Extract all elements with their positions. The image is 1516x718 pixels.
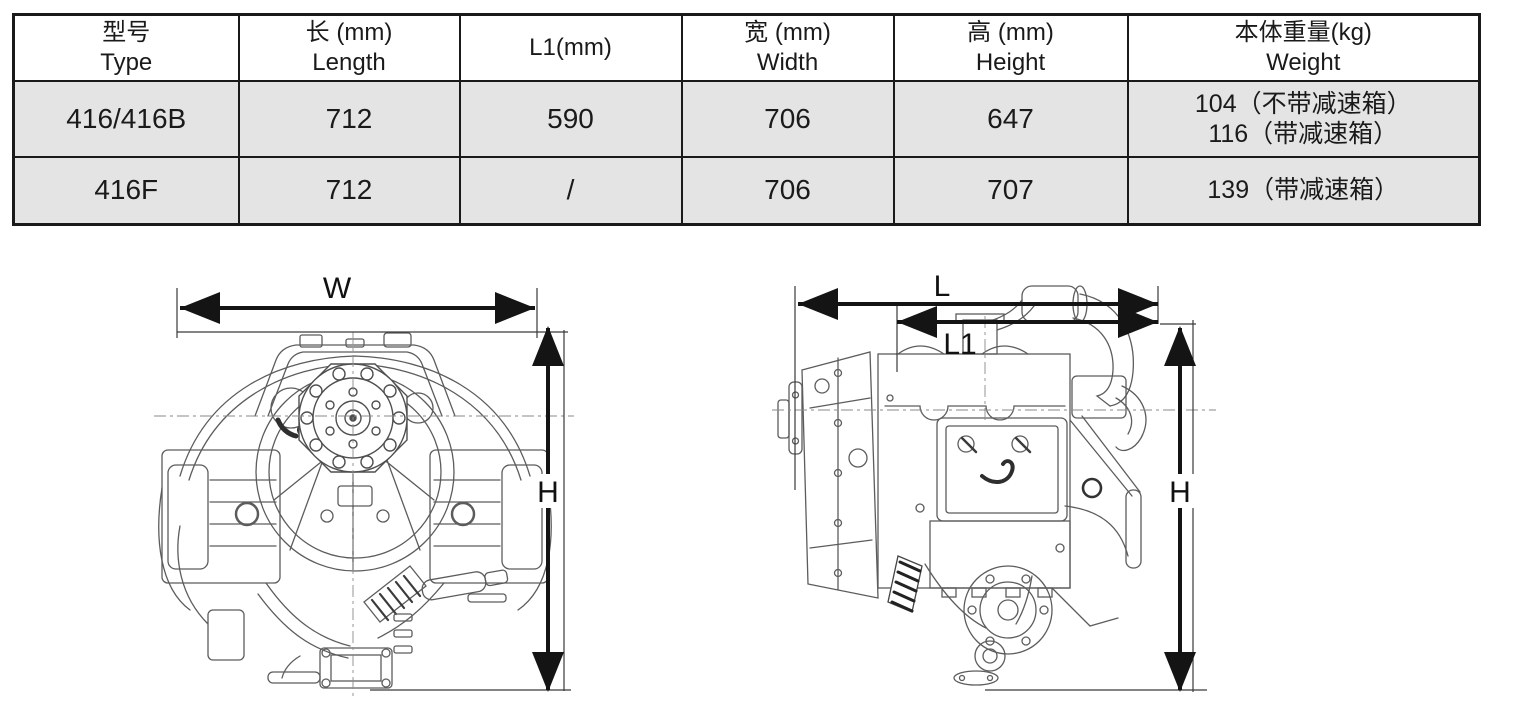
side-view-centerlines xyxy=(772,316,1216,420)
h-dimension xyxy=(1164,326,1196,692)
spec-table: 型号 Type 长 (mm) Length L1(mm) 宽 (mm) Widt… xyxy=(12,13,1481,226)
col-header-height-zh: 高 (mm) xyxy=(967,18,1054,46)
side-view-diagram: L L1 H xyxy=(772,270,1216,692)
front-view-dimensions: W H xyxy=(176,272,571,692)
col-header-weight-zh: 本体重量(kg) xyxy=(1234,18,1372,46)
cell-width: 706 xyxy=(680,155,895,226)
l-dimension-label: L xyxy=(934,270,951,303)
header-row: 型号 Type 长 (mm) Length L1(mm) 宽 (mm) Widt… xyxy=(12,13,1481,82)
cell-l1: / xyxy=(458,155,683,226)
col-header-length: 长 (mm) Length xyxy=(237,13,461,82)
cell-length: 712 xyxy=(237,79,461,158)
col-header-length-zh: 长 (mm) xyxy=(305,18,393,46)
cell-weight: 139（带减速箱） xyxy=(1126,155,1481,226)
col-header-width: 宽 (mm) Width xyxy=(680,13,895,82)
col-header-weight-en: Weight xyxy=(1266,48,1341,76)
l1-dimension xyxy=(897,306,1158,338)
weight-line: 116（带减速箱） xyxy=(1208,119,1399,148)
cell-type: 416/416B xyxy=(12,79,240,158)
col-header-length-en: Length xyxy=(312,48,386,76)
side-view-extension-lines xyxy=(794,286,1207,692)
col-header-type-en: Type xyxy=(100,48,153,76)
cell-l1: 590 xyxy=(458,79,683,158)
cell-height: 647 xyxy=(892,79,1129,158)
col-header-weight: 本体重量(kg) Weight xyxy=(1126,13,1481,82)
l1-dimension-label: L1 xyxy=(943,328,976,361)
col-header-width-en: Width xyxy=(756,48,819,76)
w-dimension xyxy=(180,292,535,324)
h-dimension-label: H xyxy=(1169,476,1191,509)
front-view-extension-lines xyxy=(176,288,571,691)
cell-length: 712 xyxy=(237,155,461,226)
weight-line: 104（不带减速箱） xyxy=(1194,89,1412,118)
col-header-l1-label: L1(mm) xyxy=(529,33,612,61)
h-dimension-label: H xyxy=(537,476,559,509)
col-header-type-zh: 型号 xyxy=(102,18,151,46)
cell-height: 707 xyxy=(892,155,1129,226)
front-view-diagram: W H xyxy=(154,272,574,696)
weight-line: 139（带减速箱） xyxy=(1207,176,1400,205)
l-dimension xyxy=(798,288,1158,320)
cell-type: 416F xyxy=(12,155,240,226)
col-header-type: 型号 Type xyxy=(12,13,240,82)
cell-weight: 104（不带减速箱） 116（带减速箱） xyxy=(1126,79,1481,158)
table-row: 416/416B 712 590 706 647 104（不带减速箱） 116（… xyxy=(12,79,1481,158)
col-header-height: 高 (mm) Height xyxy=(892,13,1129,82)
front-view-centerlines xyxy=(154,332,574,696)
w-dimension-label: W xyxy=(323,272,352,305)
table-row: 416F 712 / 706 707 139（带减速箱） xyxy=(12,155,1481,226)
cell-width: 706 xyxy=(680,79,895,158)
col-header-l1: L1(mm) xyxy=(458,13,683,82)
h-dimension xyxy=(532,326,564,692)
col-header-width-zh: 宽 (mm) xyxy=(744,18,831,46)
side-view-dimensions: L L1 H xyxy=(794,270,1207,692)
col-header-height-en: Height xyxy=(975,48,1046,76)
